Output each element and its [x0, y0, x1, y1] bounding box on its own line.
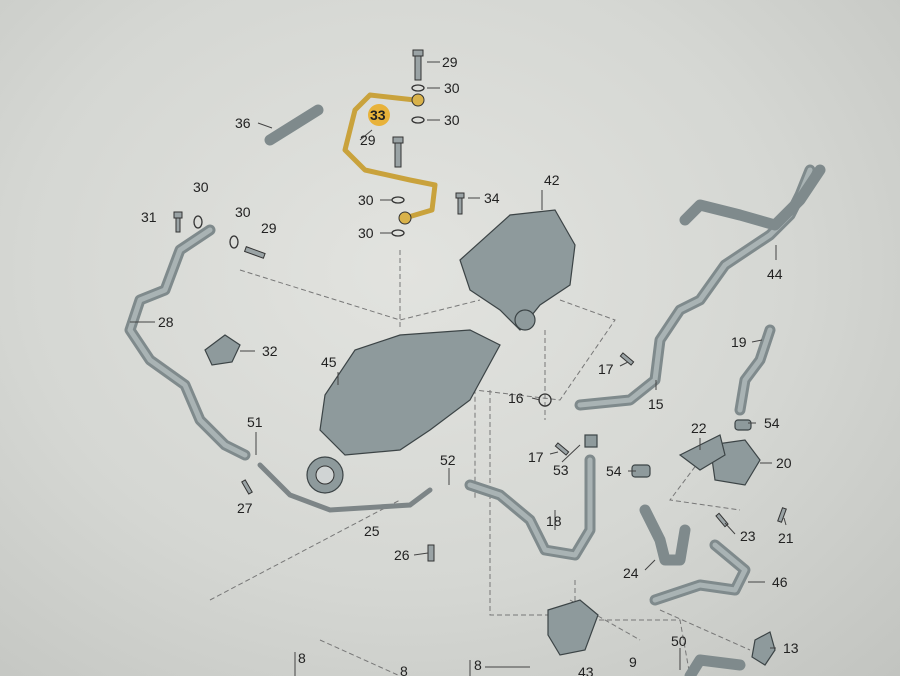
callout-8: 8	[474, 657, 482, 673]
callout-30: 30	[444, 80, 460, 96]
callout-30: 30	[193, 179, 209, 195]
highlight-marker	[368, 104, 390, 126]
callout-27: 27	[237, 500, 253, 516]
callout-46: 46	[772, 574, 788, 590]
callout-34: 34	[484, 190, 500, 206]
callout-24: 24	[623, 565, 639, 581]
callout-30: 30	[358, 192, 374, 208]
turbocharger-45	[319, 329, 501, 456]
callout-8: 8	[298, 650, 306, 666]
callout-33: 33	[370, 107, 386, 123]
callout-19: 19	[731, 334, 747, 350]
callout-25: 25	[364, 523, 380, 539]
coolant-pump-42	[459, 209, 576, 331]
callout-45: 45	[321, 354, 337, 370]
callout-29: 29	[261, 220, 277, 236]
callout-30: 30	[444, 112, 460, 128]
callout-50: 50	[671, 633, 687, 649]
callout-17: 17	[598, 361, 614, 377]
hoses	[124, 104, 826, 676]
pump-43	[547, 599, 599, 656]
callout-51: 51	[247, 414, 263, 430]
assembly-guide-lines	[209, 250, 751, 676]
callout-15: 15	[648, 396, 664, 412]
callout-13: 13	[783, 640, 799, 656]
callout-29: 29	[442, 54, 458, 70]
callout-42: 42	[544, 172, 560, 188]
callout-44: 44	[767, 266, 783, 282]
callout-30: 30	[235, 204, 251, 220]
callout-54: 54	[764, 415, 780, 431]
bracket-32	[204, 334, 241, 366]
callout-17: 17	[528, 449, 544, 465]
callout-22: 22	[691, 420, 707, 436]
callout-30: 30	[358, 225, 374, 241]
clip-13	[751, 631, 776, 666]
bracket-22	[678, 434, 726, 471]
callout-16: 16	[508, 390, 524, 406]
callout-23: 23	[740, 528, 756, 544]
callout-18: 18	[546, 513, 562, 529]
components	[204, 209, 776, 666]
callout-54: 54	[606, 463, 622, 479]
callout-53: 53	[553, 462, 569, 478]
callout-31: 31	[141, 209, 157, 225]
callout-labels: 29 30 33 30 36 29 30 31 30 29 30 34 42 3…	[141, 54, 799, 676]
callout-36: 36	[235, 115, 251, 131]
callout-8: 8	[400, 663, 408, 676]
leader-lines	[130, 61, 787, 676]
highlighted-pipe-33	[342, 92, 438, 225]
callout-9: 9	[629, 654, 637, 670]
callout-32: 32	[262, 343, 278, 359]
callout-21: 21	[778, 530, 794, 546]
callout-43: 43	[578, 664, 594, 676]
callout-20: 20	[776, 455, 792, 471]
callout-26: 26	[394, 547, 410, 563]
callout-29: 29	[360, 132, 376, 148]
callout-28: 28	[158, 314, 174, 330]
callout-52: 52	[440, 452, 456, 468]
